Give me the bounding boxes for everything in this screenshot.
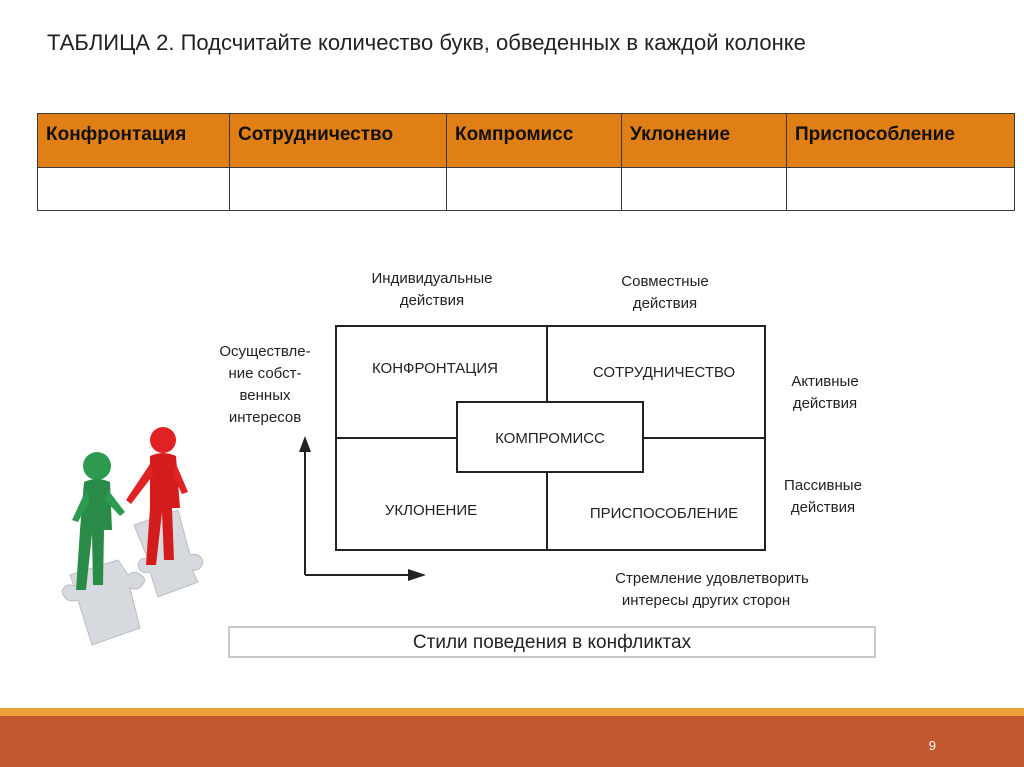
table-row <box>37 167 1015 211</box>
quadrant-cooperation: СОТРУДНИЧЕСТВО <box>593 364 735 381</box>
conflict-styles-table: Конфронтация Сотрудничество Компромисс У… <box>37 113 1015 211</box>
table-header-row: Конфронтация Сотрудничество Компромисс У… <box>37 113 1015 168</box>
header-cooperation: Сотрудничество <box>229 113 447 168</box>
red-figure <box>126 427 188 565</box>
header-confrontation: Конфронтация <box>37 113 230 168</box>
quadrant-compromise: КОМПРОМИСС <box>495 430 605 447</box>
bottom-label-line2: интересы других сторон <box>622 592 790 609</box>
header-accommodation: Приспособление <box>786 113 1015 168</box>
right-bottom-label-line2: действия <box>791 499 855 516</box>
left-label-line2: ние собст- <box>229 365 302 382</box>
answer-cell-confrontation[interactable] <box>37 167 230 211</box>
top-right-label-line1: Совместные <box>621 273 708 290</box>
answer-cell-cooperation[interactable] <box>229 167 447 211</box>
slide-title: ТАБЛИЦА 2. Подсчитайте количество букв, … <box>47 30 806 55</box>
answer-cell-avoidance[interactable] <box>621 167 787 211</box>
x-axis-arrowhead <box>408 569 426 581</box>
top-left-label-line1: Индивидуальные <box>372 270 493 287</box>
quadrant-avoidance: УКЛОНЕНИЕ <box>385 502 477 519</box>
conflict-styles-diagram: Индивидуальные действия Совместные дейст… <box>0 255 1024 655</box>
top-right-label-line2: действия <box>633 295 697 312</box>
left-label-line1: Осуществле- <box>219 343 310 360</box>
left-label-line4: интересов <box>229 409 301 426</box>
right-top-label-line1: Активные <box>791 373 858 390</box>
quadrant-accommodation: ПРИСПОСОБЛЕНИЕ <box>590 505 738 522</box>
puzzle-people-illustration <box>61 427 204 646</box>
diagram-caption: Стили поведения в конфликтах <box>228 626 876 658</box>
right-top-label-line2: действия <box>793 395 857 412</box>
header-compromise: Компромисс <box>446 113 622 168</box>
green-figure <box>72 452 125 590</box>
answer-cell-compromise[interactable] <box>446 167 622 211</box>
page-number: 9 <box>928 738 936 753</box>
top-left-label-line2: действия <box>400 292 464 309</box>
footer-bar: 9 <box>0 716 1024 767</box>
bottom-label-line1: Стремление удовлетворить <box>615 570 809 587</box>
puzzle-piece-left <box>61 559 146 646</box>
footer-accent-line <box>0 708 1024 716</box>
header-avoidance: Уклонение <box>621 113 787 168</box>
y-axis-arrowhead <box>299 436 311 452</box>
right-bottom-label-line1: Пассивные <box>784 477 862 494</box>
answer-cell-accommodation[interactable] <box>786 167 1015 211</box>
quadrant-confrontation: КОНФРОНТАЦИЯ <box>372 360 498 377</box>
compromise-box <box>456 401 644 473</box>
left-label-line3: венных <box>240 387 291 404</box>
